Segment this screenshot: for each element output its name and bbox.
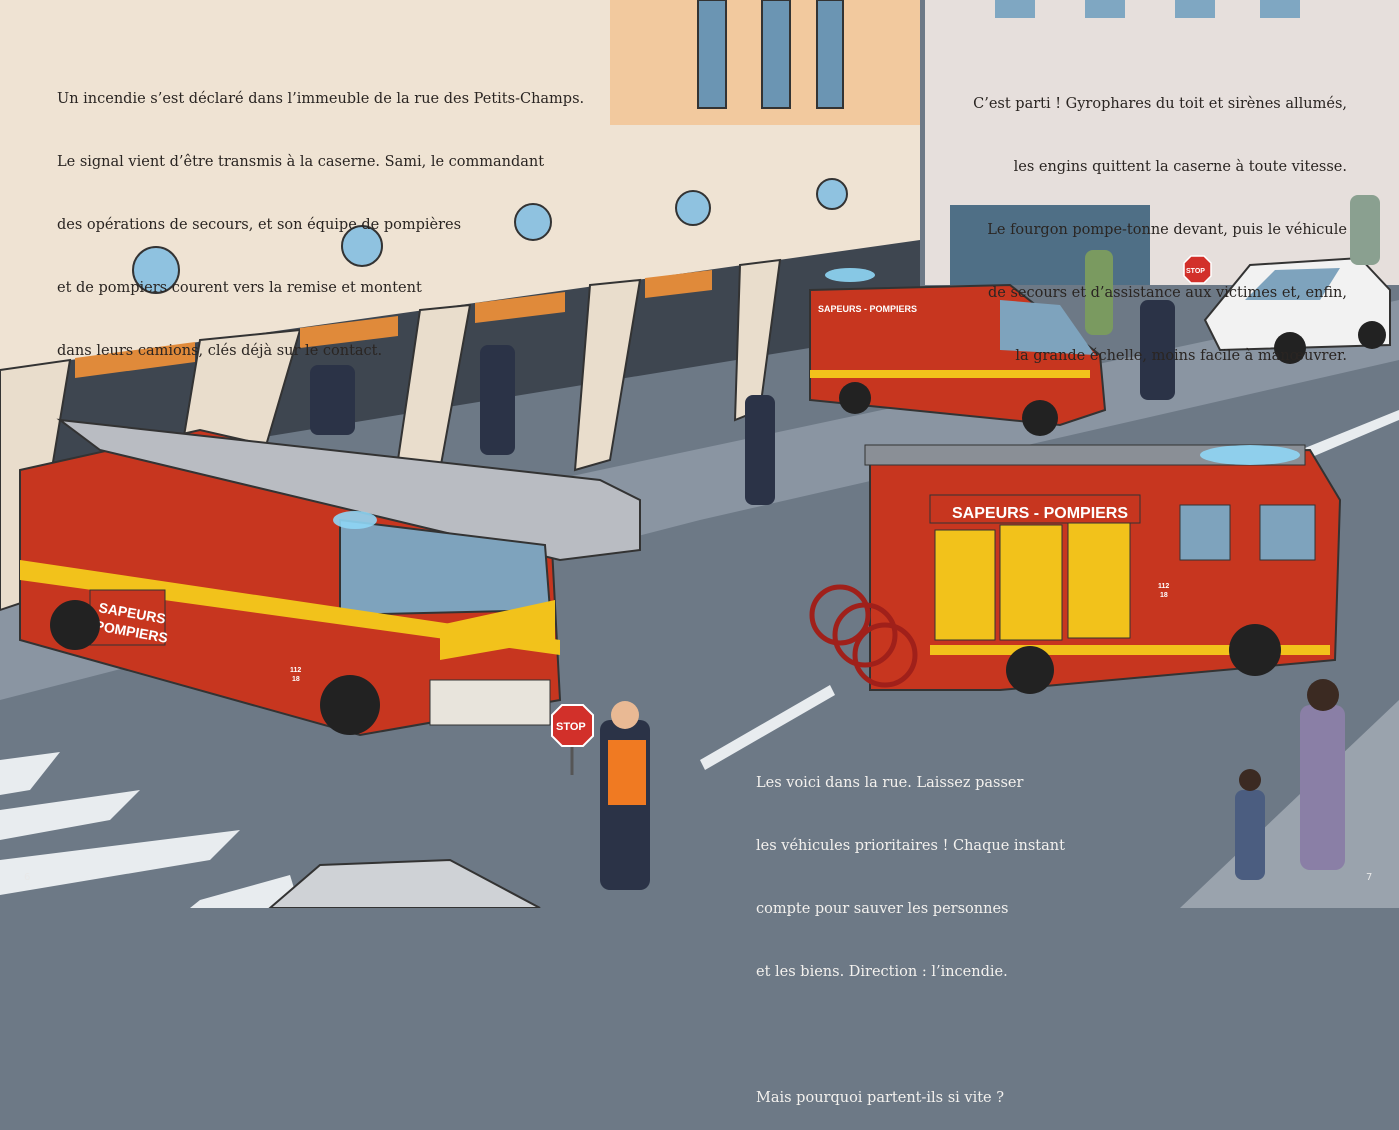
upper-windows — [697, 0, 844, 109]
beacon-light — [825, 268, 875, 282]
pump-truck: SAPEURS - POMPIERS 112 18 — [809, 444, 1342, 694]
text-line: et les biens. Direction : l’incendie. — [756, 964, 1008, 980]
pump-truck-label: SAPEURS - POMPIERS — [952, 505, 1128, 522]
lane-markings — [700, 410, 1399, 770]
rescue-van: SAPEURS - POMPIERS — [809, 268, 1107, 436]
ladder-emergency-numbers-2: 18 — [292, 676, 300, 683]
text-line: et de pompiers courent vers la remise et… — [57, 280, 422, 296]
firefighters — [310, 300, 1175, 505]
beacon-light — [333, 511, 377, 529]
text-line: Mais pourquoi partent-ils si vite ? — [756, 1090, 1005, 1106]
pump-emergency-numbers-1: 112 — [1158, 583, 1169, 590]
garage-doors — [75, 270, 712, 378]
stop-sign-front-text: STOP — [556, 721, 586, 733]
pedestrians — [1085, 195, 1380, 880]
page-number-right: 7 — [1366, 872, 1373, 883]
intro-text: Un incendie s’est déclaré dans l’immeubl… — [57, 47, 584, 383]
crosswalk — [0, 752, 300, 908]
white-car — [1203, 256, 1391, 364]
page-number-left: 6 — [24, 872, 31, 883]
text-line: C’est parti ! Gyrophares du toit et sirè… — [973, 96, 1347, 112]
text-line: Le fourgon pompe-tonne devant, puis le v… — [987, 222, 1347, 238]
text-line: Un incendie s’est déclaré dans l’immeubl… — [57, 91, 585, 107]
beacon-light — [1200, 445, 1300, 465]
text-line: dans leurs camions, clés déjà sur le con… — [57, 343, 383, 359]
car-roof-foreground — [268, 858, 541, 908]
text-line: les véhicules prioritaires ! Chaque inst… — [756, 838, 1065, 854]
pump-emergency-numbers-2: 18 — [1160, 592, 1168, 599]
rescue-van-label: SAPEURS - POMPIERS — [818, 304, 917, 314]
traffic-controller: STOP — [551, 701, 650, 890]
illustration: SAPEURS - POMPIERS SAPEURS POMPIERS 112 … — [0, 0, 1399, 908]
text-line: des opérations de secours, et son équipe… — [57, 217, 462, 233]
text-line: Le signal vient d’être transmis à la cas… — [57, 154, 545, 170]
text-line — [756, 1025, 1065, 1046]
windows-right — [950, 0, 1300, 285]
text-line: la grande échelle, moins facile à manœuv… — [1015, 348, 1347, 364]
ladder-truck: SAPEURS POMPIERS 112 18 — [19, 418, 641, 737]
text-line: les engins quittent la caserne à toute v… — [1013, 159, 1347, 175]
departure-text: C’est parti ! Gyrophares du toit et sirè… — [940, 52, 1347, 388]
text-line: Les voici dans la rue. Laissez passer — [756, 775, 1024, 791]
porthole-windows — [132, 178, 848, 294]
street-text: Les voici dans la rue. Laissez passer le… — [756, 731, 1065, 1130]
text-line: de secours et d’assistance aux victimes … — [987, 285, 1347, 301]
stop-sign-back-text: STOP — [1186, 268, 1205, 275]
text-line: compte pour sauver les personnes — [756, 901, 1009, 917]
stop-sign-back: STOP — [1183, 255, 1212, 284]
hose-reels — [809, 584, 918, 688]
ladder-emergency-numbers-1: 112 — [290, 667, 301, 674]
